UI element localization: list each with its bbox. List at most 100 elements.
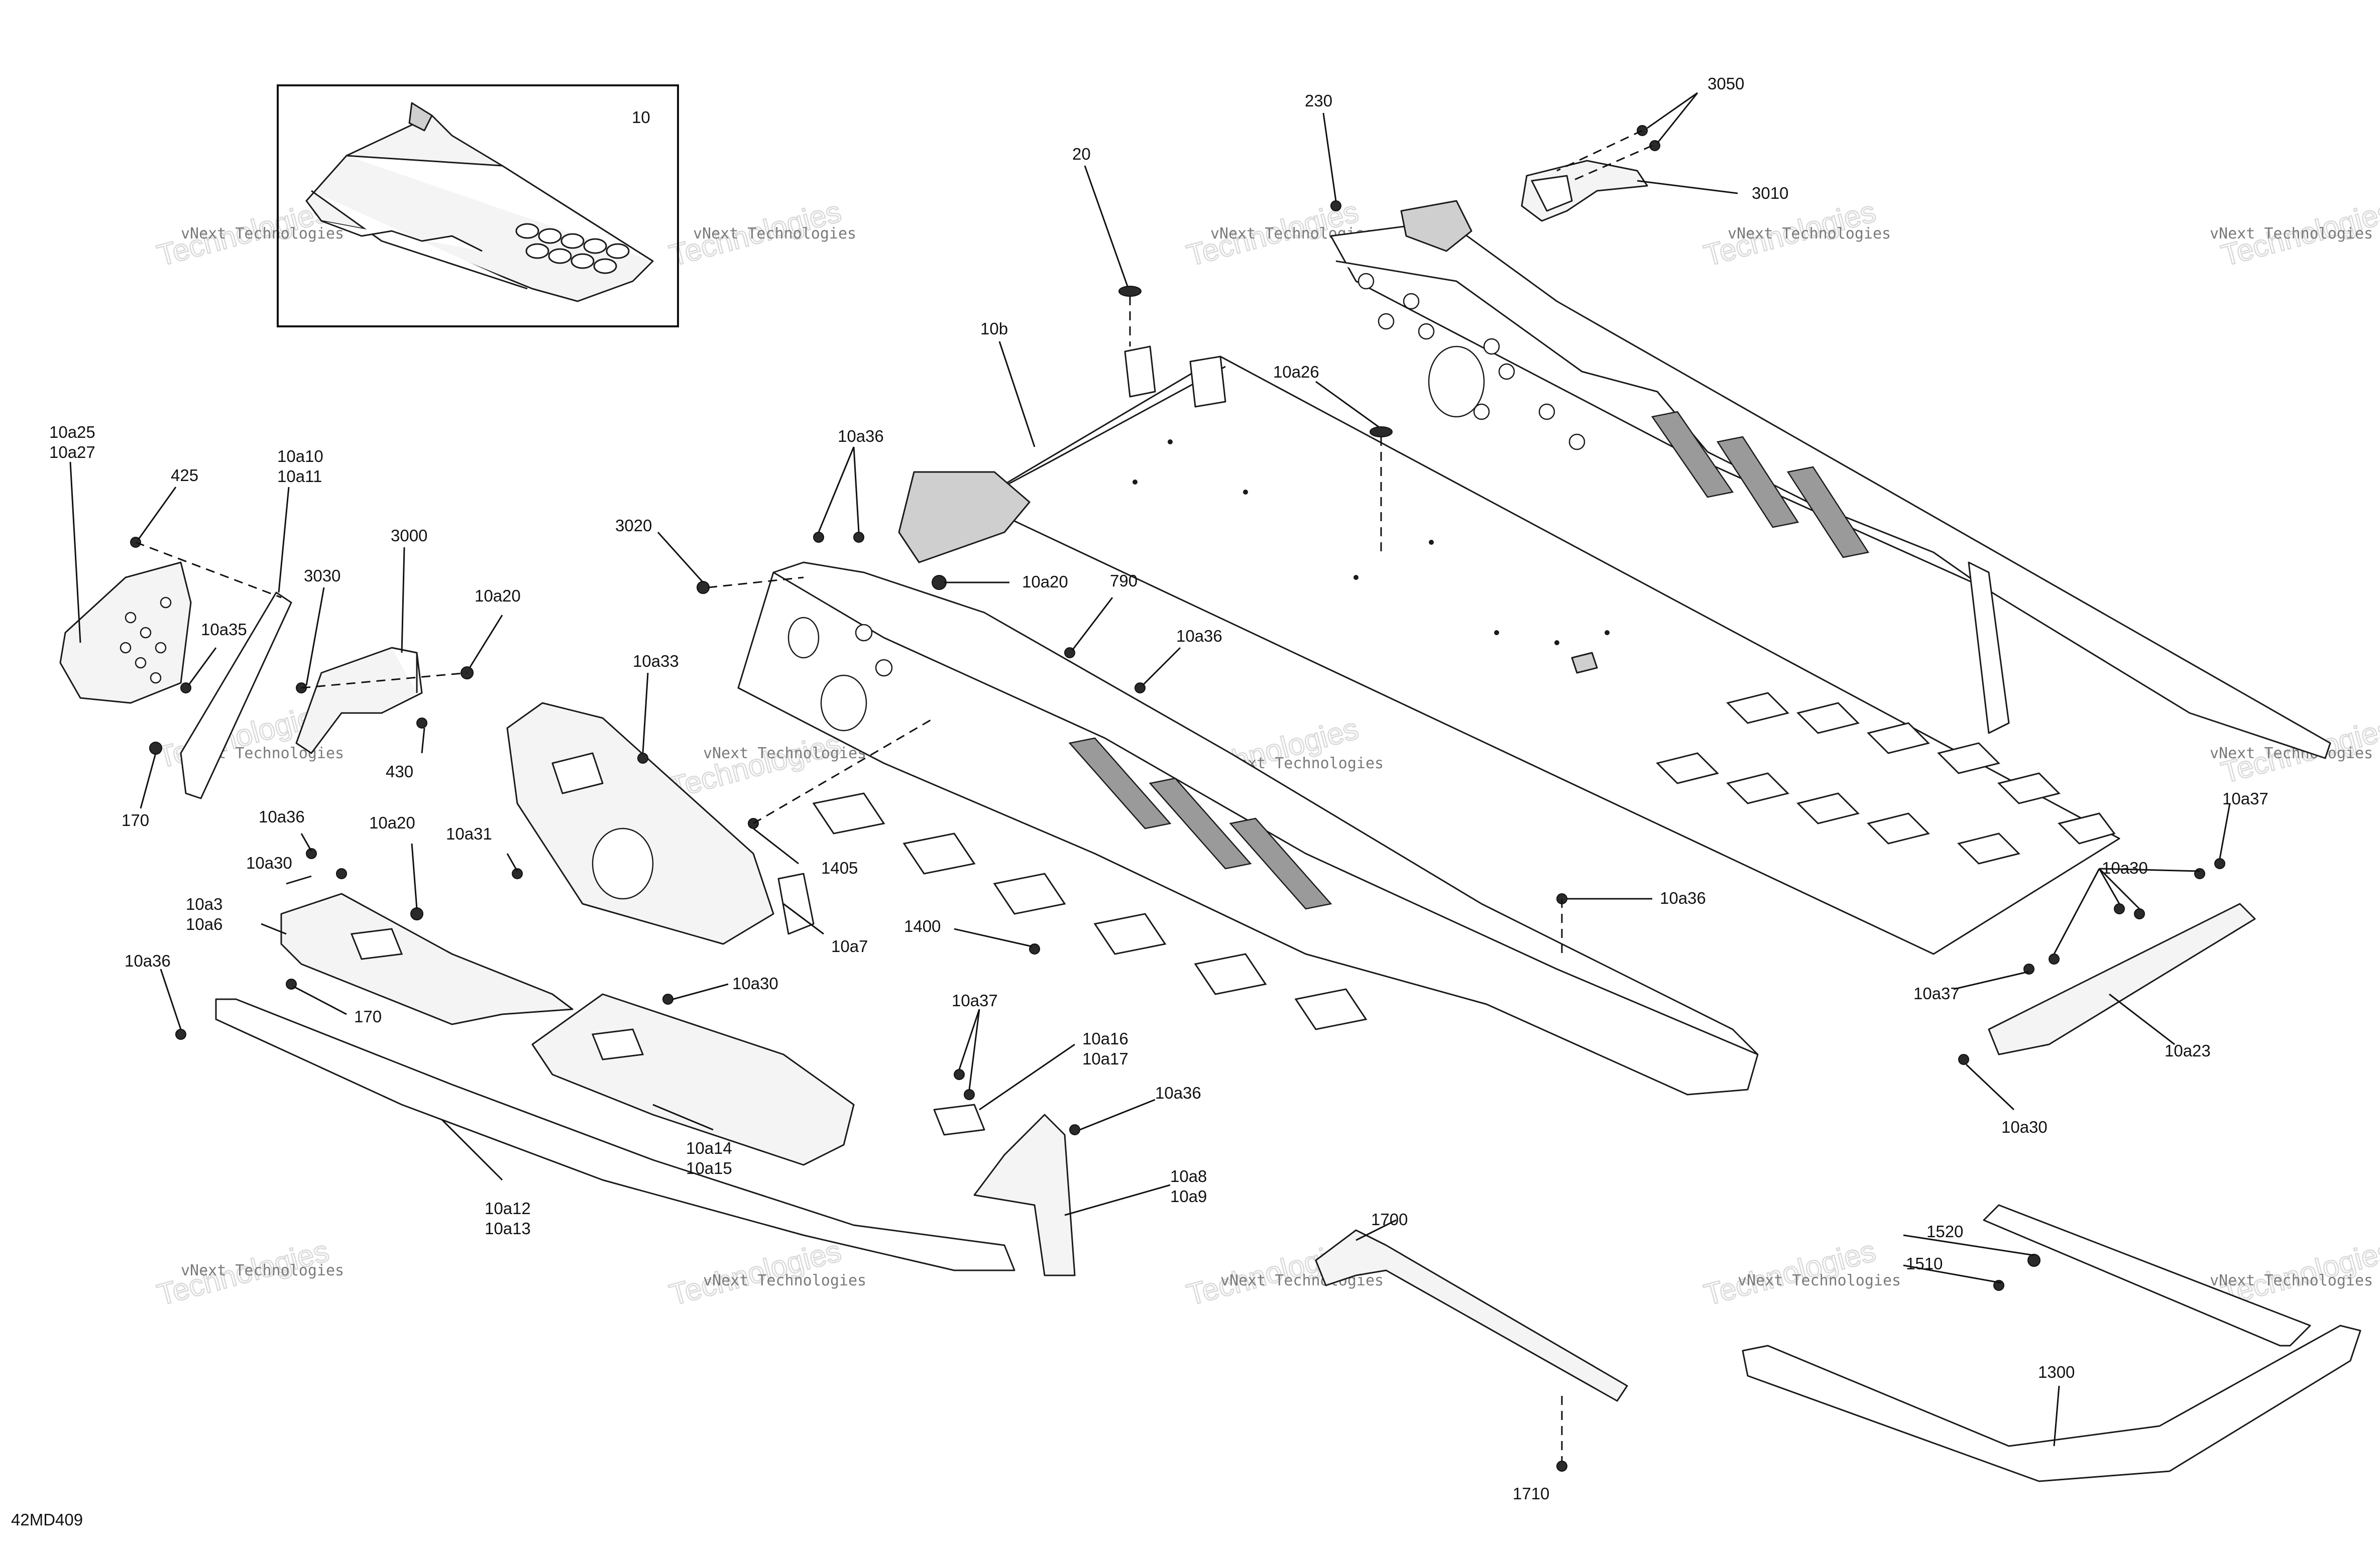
label-10b: 10b bbox=[980, 319, 1008, 338]
label-1405: 1405 bbox=[821, 859, 858, 877]
label-425: 425 bbox=[171, 466, 198, 485]
label-10a20-left: 10a20 bbox=[475, 586, 521, 605]
rear-rail-10a23 bbox=[1988, 903, 2256, 1055]
label-10a30-right: 10a30 bbox=[2102, 859, 2148, 877]
label-10a9: 10a9 bbox=[1170, 1187, 1207, 1206]
label-20: 20 bbox=[1072, 145, 1091, 163]
label-10a11: 10a11 bbox=[277, 467, 322, 486]
label-1300: 1300 bbox=[2038, 1363, 2075, 1381]
watermark-2: Technologies vNext Technologies bbox=[665, 194, 856, 273]
label-10a3: 10a3 bbox=[186, 895, 222, 913]
label-1400: 1400 bbox=[904, 917, 941, 935]
watermarks: Technologies vNext Technologies Technolo… bbox=[153, 194, 2380, 1313]
inset-tunnel-drawing bbox=[305, 102, 654, 302]
rail-1700 bbox=[1315, 1229, 1628, 1402]
label-10a30-mid: 10a30 bbox=[732, 974, 778, 993]
watermark-11: Technologies vNext Technologies bbox=[153, 1233, 344, 1313]
watermark-5: Technologies vNext Technologies bbox=[2210, 194, 2380, 273]
inset-cutouts bbox=[515, 223, 630, 274]
label-170-low: 170 bbox=[354, 1007, 382, 1026]
label-10a7: 10a7 bbox=[831, 937, 868, 956]
label-3020: 3020 bbox=[615, 516, 652, 535]
label-10a37-right: 10a37 bbox=[2222, 789, 2269, 808]
label-1700: 1700 bbox=[1371, 1210, 1408, 1229]
bracket-10a7 bbox=[777, 873, 815, 935]
label-10a16: 10a16 bbox=[1082, 1029, 1128, 1048]
label-10a26: 10a26 bbox=[1273, 363, 1319, 381]
label-3010: 3010 bbox=[1752, 184, 1788, 202]
label-10a36-low: 10a36 bbox=[1155, 1084, 1201, 1102]
tunnel-right-side-slots bbox=[1651, 411, 1870, 558]
label-10a6: 10a6 bbox=[186, 915, 222, 933]
part-labels: 3050 3010 230 20 10b 10a26 10a36 3020 10… bbox=[49, 74, 2269, 1503]
watermark-text: vNext Technologies bbox=[2210, 1272, 2373, 1289]
bracket-10a8 bbox=[933, 1104, 1076, 1276]
label-10a15: 10a15 bbox=[686, 1159, 732, 1177]
front-plate-holes bbox=[120, 597, 172, 684]
label-10a36-left: 10a36 bbox=[259, 807, 305, 826]
label-3000: 3000 bbox=[391, 526, 427, 545]
leader-lines bbox=[69, 92, 2231, 1447]
watermark-text: vNext Technologies bbox=[703, 745, 866, 762]
watermark-text: vNext Technologies bbox=[2210, 225, 2373, 243]
label-10a30-low: 10a30 bbox=[2001, 1118, 2048, 1136]
watermark-text: vNext Technologies bbox=[703, 1272, 866, 1289]
label-10a31: 10a31 bbox=[446, 824, 492, 843]
label-10a23: 10a23 bbox=[2165, 1041, 2211, 1060]
label-10a13: 10a13 bbox=[485, 1219, 531, 1238]
top-plate-cutouts bbox=[1656, 692, 2116, 865]
watermark-12: Technologies vNext Technologies bbox=[665, 1233, 866, 1313]
rear-bracket-3010 bbox=[1521, 160, 1648, 222]
label-10a35: 10a35 bbox=[201, 620, 247, 639]
bar-10a10 bbox=[180, 591, 292, 799]
inset-label: 10 bbox=[632, 108, 650, 127]
label-3030: 3030 bbox=[304, 566, 341, 585]
label-1520: 1520 bbox=[1926, 1222, 1963, 1241]
label-430: 430 bbox=[386, 762, 413, 781]
tunnel-right-side bbox=[1330, 200, 2331, 759]
label-10a8: 10a8 bbox=[1170, 1167, 1207, 1185]
label-790: 790 bbox=[1110, 571, 1138, 590]
label-10a37-mid: 10a37 bbox=[952, 991, 998, 1010]
tunnel-left-side-cutouts bbox=[812, 792, 1368, 1030]
label-10a20-low: 10a20 bbox=[369, 813, 415, 832]
bumper-1300 bbox=[1742, 1204, 2361, 1482]
tunnel-top-plate bbox=[973, 355, 2120, 955]
label-10a10: 10a10 bbox=[277, 447, 323, 465]
front-plate-10a25 bbox=[59, 561, 192, 704]
label-10a30-left: 10a30 bbox=[246, 854, 292, 872]
label-10a25: 10a25 bbox=[49, 423, 95, 441]
watermark-4: Technologies vNext Technologies bbox=[1700, 194, 1891, 273]
label-230: 230 bbox=[1305, 91, 1332, 110]
label-10a14: 10a14 bbox=[686, 1139, 732, 1157]
watermark-14: Technologies vNext Technologies bbox=[1700, 1233, 1901, 1313]
plate-10a31 bbox=[506, 702, 774, 945]
label-10a36-mid: 10a36 bbox=[1176, 627, 1222, 645]
label-10a33: 10a33 bbox=[633, 652, 679, 670]
label-10a37-right2: 10a37 bbox=[1913, 984, 1960, 1003]
label-10a27: 10a27 bbox=[49, 443, 95, 461]
tunnel-left-side-slots bbox=[1068, 737, 1332, 910]
inset-assembly: 10 bbox=[277, 84, 679, 327]
tunnel-left-side-holes bbox=[787, 617, 893, 732]
dashed-assembly-lines bbox=[135, 130, 1653, 1461]
watermark-text: vNext Technologies bbox=[1738, 1272, 1901, 1289]
watermark-text: vNext Technologies bbox=[181, 1262, 344, 1279]
label-3050: 3050 bbox=[1708, 74, 1744, 93]
label-10a17: 10a17 bbox=[1082, 1049, 1128, 1068]
watermark-text: vNext Technologies bbox=[181, 225, 344, 243]
bracket-10a3 bbox=[280, 893, 574, 1025]
tunnel-right-side-holes bbox=[1357, 273, 1585, 450]
label-10a12: 10a12 bbox=[485, 1199, 531, 1218]
bracket-3000 bbox=[295, 647, 423, 754]
label-10a36-top: 10a36 bbox=[838, 427, 884, 445]
watermark-text: vNext Technologies bbox=[1728, 225, 1891, 243]
watermark-big-text: Technologies bbox=[666, 727, 845, 804]
label-10a36-far: 10a36 bbox=[125, 952, 171, 970]
tunnel-left-side bbox=[737, 345, 1759, 1096]
label-10a36-right: 10a36 bbox=[1660, 889, 1706, 907]
label-170-top: 170 bbox=[122, 811, 149, 829]
diagram-code: 42MD409 bbox=[11, 1510, 83, 1529]
bracket-10a14 bbox=[531, 993, 855, 1166]
